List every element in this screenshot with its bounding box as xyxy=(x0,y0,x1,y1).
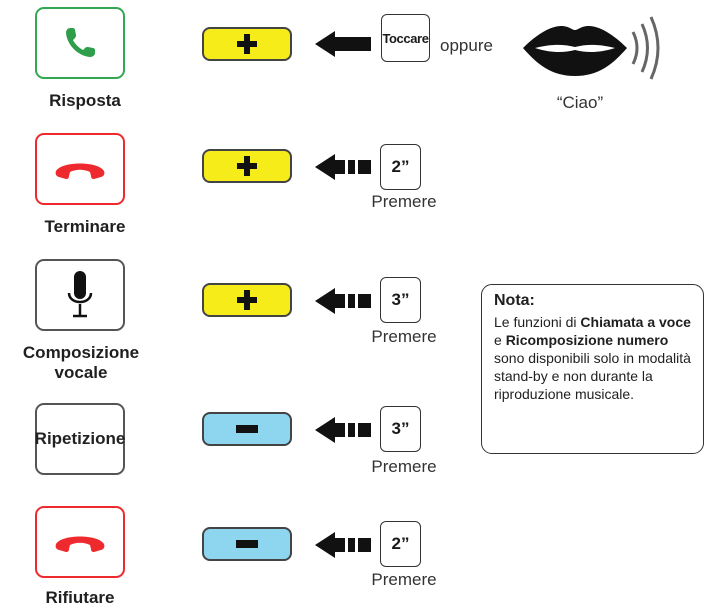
redial-tile[interactable]: Ripetizione xyxy=(35,403,125,475)
note-highlight: Chiamata a voce xyxy=(580,314,691,330)
redial-label: Ripetizione xyxy=(34,429,126,448)
touch-key: Toccare xyxy=(381,14,430,62)
note-body: Le funzioni di Chiamata a voce e Ricompo… xyxy=(494,313,695,403)
plus-icon xyxy=(237,156,257,176)
minus-icon xyxy=(236,540,258,548)
duration-key: 2” xyxy=(380,144,421,190)
plus-button[interactable] xyxy=(202,283,292,317)
or-label: oppure xyxy=(440,36,493,55)
voice-dial-caption: Composizione vocale xyxy=(1,343,161,383)
minus-button[interactable] xyxy=(202,412,292,446)
minus-button[interactable] xyxy=(202,527,292,561)
note-title: Nota: xyxy=(494,292,535,309)
press-label: Premere xyxy=(371,327,437,346)
note-text: sono disponibili solo in modalità stand-… xyxy=(494,350,691,402)
plus-icon xyxy=(237,34,257,54)
note-text: Le funzioni di xyxy=(494,314,581,330)
hold-arrow-icon xyxy=(315,154,371,180)
plus-icon xyxy=(237,290,257,310)
reject-tile[interactable] xyxy=(35,506,125,578)
end-call-caption: Terminare xyxy=(44,217,126,236)
plus-button[interactable] xyxy=(202,149,292,183)
plus-button[interactable] xyxy=(202,27,292,61)
phone-hangup-icon xyxy=(55,536,105,552)
microphone-icon xyxy=(67,271,93,318)
duration-key: 2” xyxy=(380,521,421,567)
duration-key: 3” xyxy=(380,406,421,452)
press-label: Premere xyxy=(371,457,437,476)
voice-dial-caption-line1: Composizione xyxy=(22,343,140,362)
end-call-tile[interactable] xyxy=(35,133,125,205)
press-label: Premere xyxy=(371,570,437,589)
reject-caption: Rifiutare xyxy=(45,588,115,607)
note-box: Nota: Le funzioni di Chiamata a voce e R… xyxy=(481,284,704,454)
minus-icon xyxy=(236,425,258,433)
answer-tile[interactable] xyxy=(35,7,125,79)
voice-command-label: “Ciao” xyxy=(556,93,604,112)
phone-answer-icon xyxy=(66,28,95,57)
speaking-lips-icon xyxy=(523,16,660,80)
hold-arrow-icon xyxy=(315,288,371,314)
note-highlight: Ricomposizione numero xyxy=(505,332,669,348)
press-label: Premere xyxy=(371,192,437,211)
note-text: e xyxy=(494,332,506,348)
voice-dial-caption-line2: vocale xyxy=(54,363,108,382)
phone-hangup-icon xyxy=(55,163,105,179)
hold-arrow-icon xyxy=(315,417,371,443)
answer-caption: Risposta xyxy=(49,91,121,110)
voice-dial-tile[interactable] xyxy=(35,259,125,331)
hold-arrow-icon xyxy=(315,532,371,558)
duration-key: 3” xyxy=(380,277,421,323)
arrow-left-icon xyxy=(315,31,371,57)
